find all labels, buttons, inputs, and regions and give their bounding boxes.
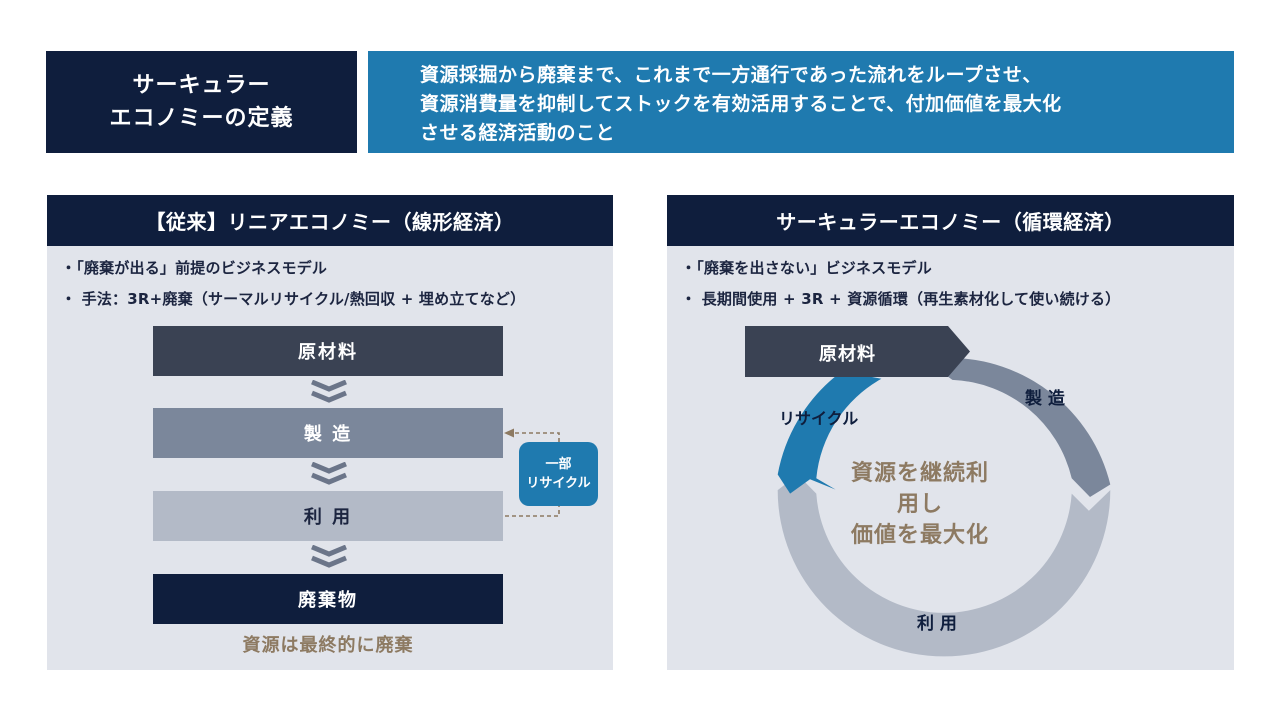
linear-step-manufacture: 製 造 bbox=[153, 408, 503, 458]
ring-segment-use bbox=[777, 474, 1111, 657]
linear-bullet-1: ・「廃棄が出る」前提のビジネスモデル bbox=[61, 259, 328, 277]
circular-center-text: 資源を継続利用し 価値を最大化 bbox=[840, 458, 1000, 551]
definition-text-line-3: させる経済活動のこと bbox=[420, 122, 616, 144]
linear-step-waste: 廃棄物 bbox=[153, 574, 503, 624]
chevron-down-icon bbox=[311, 545, 347, 568]
definition-title-line-1: サーキュラー bbox=[132, 73, 271, 98]
partial-recycle-loop-arrow bbox=[504, 428, 560, 517]
ring-segment-recycle bbox=[777, 375, 882, 494]
partial-recycle-line-1: 一部 bbox=[545, 457, 572, 472]
linear-economy-title: 【従来】リニアエコノミー（線形経済） bbox=[47, 195, 613, 246]
circular-bullet-1: ・「廃棄を出さない」ビジネスモデル bbox=[681, 259, 932, 277]
linear-bullet-2: ・ 手法：3R+廃棄（サーマルリサイクル/熱回収 + 埋め立てなど） bbox=[61, 290, 526, 308]
circular-bullet-2: ・ 長期間使用 + 3R + 資源循環（再生素材化して使い続ける） bbox=[681, 290, 1121, 308]
linear-final-note: 資源は最終的に廃棄 bbox=[242, 635, 414, 656]
circular-use-label: 利 用 bbox=[917, 614, 957, 634]
circular-economy-panel: サーキュラーエコノミー（循環経済） bbox=[667, 195, 1234, 670]
partial-recycle-line-2: リサイクル bbox=[526, 476, 591, 491]
linear-step-use: 利 用 bbox=[153, 491, 503, 541]
circular-flow-ring bbox=[745, 326, 1111, 657]
partial-recycle-badge: 一部 リサイクル bbox=[519, 442, 598, 506]
circular-center-line-1: 資源を継続利用し bbox=[850, 461, 989, 517]
definition-text-line-2: 資源消費量を抑制してストックを有効活用することで、付加価値を最大化 bbox=[420, 93, 1062, 115]
circular-recycle-label: リサイクル bbox=[779, 409, 859, 428]
circular-manufacture-label: 製 造 bbox=[1025, 389, 1065, 409]
chevron-down-icon bbox=[311, 462, 347, 485]
ring-segment-manufacture bbox=[946, 357, 1111, 497]
raw-material-arrow bbox=[745, 326, 970, 377]
definition-title-line-2: エコノミーの定義 bbox=[109, 106, 294, 131]
definition-text: 資源採掘から廃棄まで、これまで一方通行であった流れをループさせ、 資源消費量を抑… bbox=[368, 51, 1234, 153]
linear-step-raw-material: 原材料 bbox=[153, 326, 503, 376]
chevron-down-icon bbox=[311, 380, 347, 403]
circular-economy-title: サーキュラーエコノミー（循環経済） bbox=[667, 195, 1234, 246]
circular-center-line-2: 価値を最大化 bbox=[850, 523, 989, 548]
circular-raw-material-label: 原材料 bbox=[819, 344, 876, 365]
definition-title: サーキュラー エコノミーの定義 bbox=[46, 51, 357, 153]
definition-text-line-1: 資源採掘から廃棄まで、これまで一方通行であった流れをループさせ、 bbox=[420, 64, 1042, 86]
